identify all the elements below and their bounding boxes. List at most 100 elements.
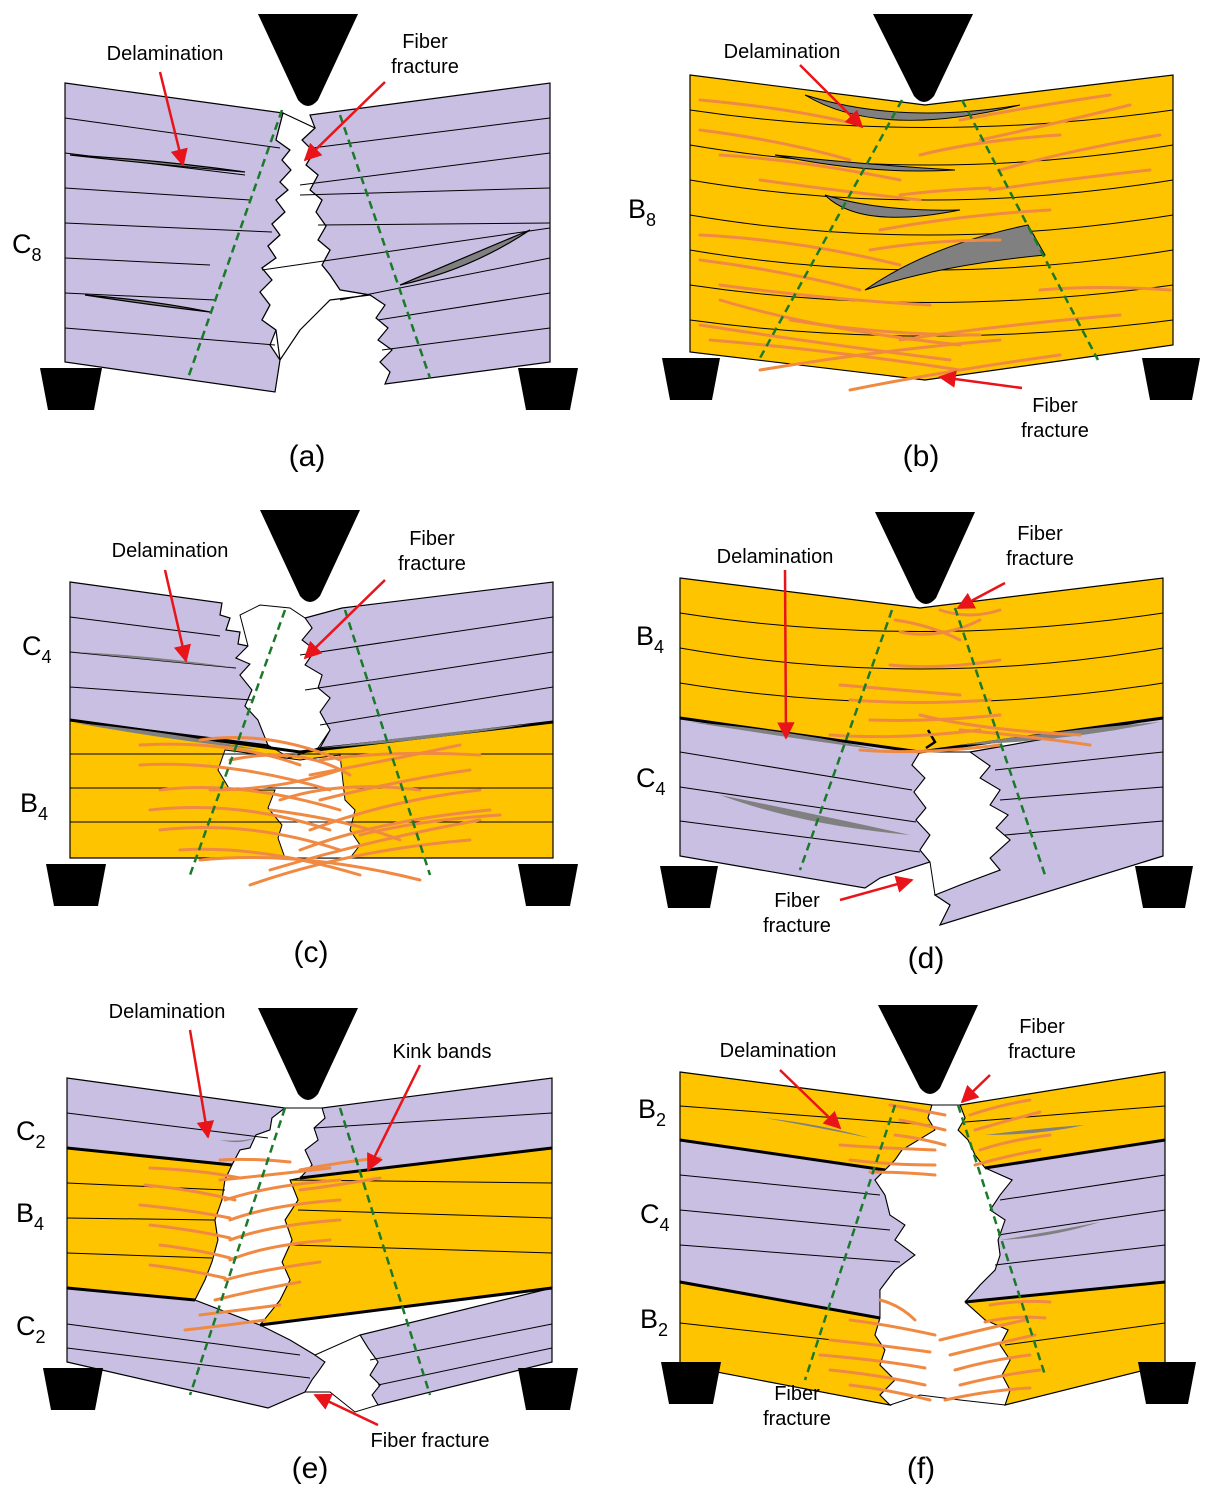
ply-lines — [679, 612, 1164, 853]
panel-f: Delamination Fiber fracture Fiber fractu… — [638, 1005, 1196, 1485]
delamination-gap — [985, 1125, 1085, 1135]
delamination-gap — [774, 154, 956, 172]
interface-line — [964, 1280, 1166, 1304]
interface-line — [299, 1146, 553, 1180]
annotation-label: fracture — [1006, 548, 1074, 570]
annotation-arrows — [779, 1069, 991, 1130]
basalt-top — [679, 577, 1164, 753]
stack-label: B4 — [16, 1198, 44, 1234]
panel-e: Delamination Kink bands Fiber fracture C… — [16, 1001, 578, 1485]
annotation-arrows — [163, 569, 386, 663]
annotation-label: Fiber — [1019, 1016, 1065, 1038]
delamination-gap — [220, 1138, 255, 1143]
guide-lines — [186, 109, 432, 379]
guide-lines — [758, 99, 1100, 361]
carbon-right-top — [301, 581, 554, 749]
interface-line — [984, 1138, 1166, 1170]
fiber-fracture-streaks — [138, 736, 502, 887]
stack-label-main: C — [636, 763, 656, 793]
panel-caption: (d) — [908, 942, 945, 975]
annotation-label: fracture — [763, 1408, 831, 1430]
interface-line — [259, 1286, 553, 1327]
panel-caption: (b) — [903, 440, 940, 473]
panel-a: Delamination Fiber fracture C8 (a) — [12, 14, 578, 473]
stack-label-sub: 4 — [34, 1214, 44, 1234]
delamination-gap — [720, 795, 910, 835]
interface-line — [679, 1280, 881, 1320]
guide-line — [188, 609, 287, 876]
stack-label-sub: 4 — [42, 647, 52, 667]
loading-nose — [260, 510, 360, 602]
loading-nose — [258, 14, 358, 106]
stack-label: C4 — [22, 631, 52, 667]
stack-label-sub: 2 — [658, 1320, 668, 1340]
arrow — [188, 1029, 215, 1139]
support-left — [40, 368, 102, 410]
arrow — [158, 71, 188, 167]
crack-gap-white — [235, 604, 331, 759]
annotation-label: fracture — [763, 915, 831, 937]
stack-label: B8 — [628, 194, 656, 230]
stack-label: B2 — [638, 1094, 666, 1130]
stack-label-sub: 4 — [660, 1215, 670, 1235]
panel-caption: (c) — [294, 936, 329, 969]
support-left — [660, 866, 718, 908]
fiber-fracture-streaks — [698, 93, 1172, 392]
panel-caption: (f) — [907, 1452, 935, 1485]
crack-gap-white — [911, 751, 1011, 896]
guide-line — [188, 1107, 287, 1396]
stack-label-sub: 2 — [656, 1110, 666, 1130]
guide-lines — [798, 607, 1047, 876]
crack-gap-white — [194, 1107, 326, 1326]
guide-line — [343, 609, 432, 876]
annotation-label: Fiber — [402, 31, 448, 53]
panel-c: Delamination Fiber fracture C4 B4 (c) — [20, 510, 578, 969]
stack-label-main: B — [16, 1198, 34, 1228]
stack-label-main: B — [640, 1304, 658, 1334]
delamination-gap — [824, 194, 961, 218]
stack-label: C4 — [640, 1199, 670, 1235]
annotation-label: fracture — [391, 56, 459, 78]
stack-label: C2 — [16, 1116, 46, 1152]
loading-nose — [873, 14, 973, 102]
delamination-gap — [74, 652, 238, 668]
stack-label: C4 — [636, 763, 666, 799]
annotation-label: Delamination — [107, 43, 224, 65]
stack-label-main: C — [12, 229, 32, 259]
stack-label-main: B — [638, 1094, 656, 1124]
stack-label-sub: 4 — [656, 779, 666, 799]
specimen-a — [64, 82, 551, 393]
panel-d: Delamination Fiber fracture Fiber fractu… — [636, 512, 1193, 975]
arrow — [779, 1069, 842, 1130]
support-right — [518, 368, 578, 410]
annotation-label: Delamination — [720, 1040, 837, 1062]
guide-line — [338, 1107, 432, 1396]
loading-nose — [875, 512, 975, 604]
support-right — [1142, 358, 1200, 400]
annotation-label: Fiber fracture — [371, 1430, 490, 1452]
panel-caption: (a) — [289, 440, 326, 473]
stack-label: C8 — [12, 229, 42, 265]
guide-lines — [188, 1107, 432, 1396]
annotation-label: fracture — [398, 553, 466, 575]
support-right — [1135, 866, 1193, 908]
ply-lines-right — [261, 117, 551, 351]
stack-label-main: C — [22, 631, 42, 661]
support-left — [661, 1362, 721, 1404]
annotation-arrows — [799, 64, 1023, 390]
arrow — [163, 569, 191, 663]
guide-lines — [803, 1104, 1047, 1381]
annotation-label: Fiber — [409, 528, 455, 550]
crack-gap — [259, 112, 371, 362]
loading-nose — [878, 1005, 978, 1094]
stack-label-main: B — [636, 621, 654, 651]
stack-label-sub: 2 — [36, 1132, 46, 1152]
guide-line — [803, 1104, 897, 1381]
loading-nose — [258, 1008, 358, 1100]
guide-line — [953, 607, 1047, 876]
stack-label: B2 — [640, 1304, 668, 1340]
stack-label-sub: 2 — [36, 1327, 46, 1347]
annotation-label: Kink bands — [393, 1041, 492, 1063]
support-right — [518, 864, 578, 906]
